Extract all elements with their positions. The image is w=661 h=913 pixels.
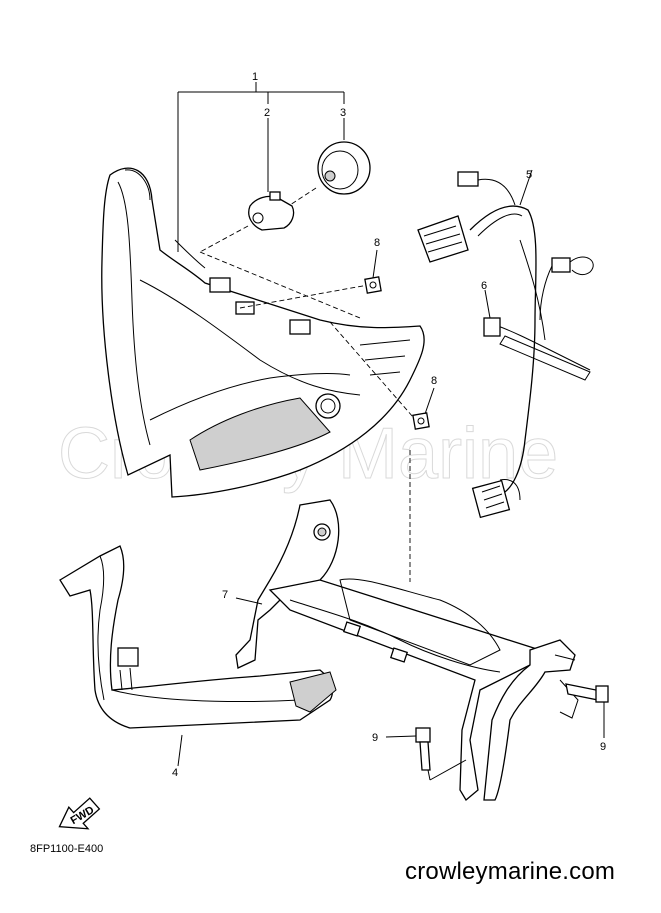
callout-9-right: 9 [600, 741, 606, 753]
clip-nut-lower [412, 387, 435, 430]
callout-bracket-1 [177, 82, 345, 252]
callout-3: 3 [340, 107, 346, 119]
bolt-right [565, 683, 609, 738]
callout-1: 1 [252, 71, 258, 83]
diagram-code: 8FP1100-E400 [30, 843, 104, 855]
headlight-bulb [199, 191, 295, 253]
callout-4: 4 [172, 767, 178, 779]
fwd-arrow-icon: FWD [58, 797, 101, 830]
callout-7: 7 [222, 589, 228, 601]
callout-6: 6 [481, 280, 487, 292]
bracket-arm [59, 545, 337, 767]
callout-8-upper: 8 [374, 237, 380, 249]
callout-9-left: 9 [372, 732, 378, 744]
headlight-stay [235, 499, 579, 801]
headlight-assembly [101, 167, 425, 498]
callout-5: 5 [526, 169, 532, 181]
wire-harness [417, 169, 594, 519]
site-name: crowleymarine.com [405, 858, 616, 885]
bolt-left [385, 727, 467, 781]
callout-8-lower: 8 [431, 375, 437, 387]
callout-2: 2 [264, 107, 270, 119]
bulb-cover [289, 141, 371, 206]
clip-nut-upper [364, 249, 382, 294]
assembly-lines [199, 251, 421, 582]
